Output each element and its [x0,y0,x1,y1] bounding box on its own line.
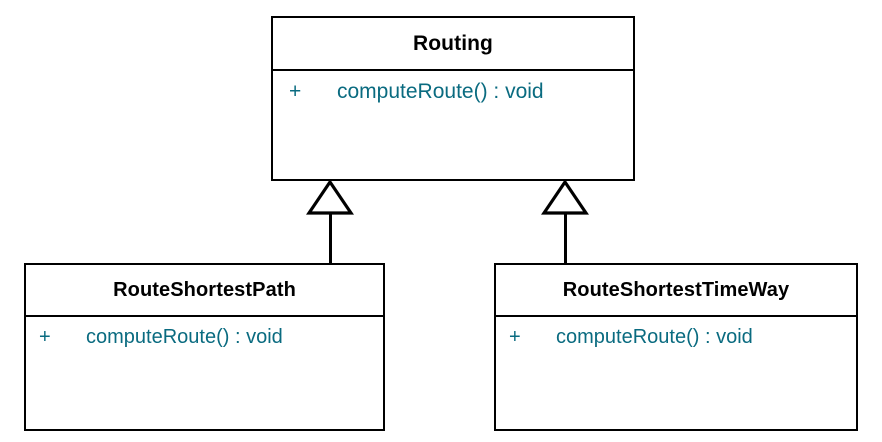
method-visibility-public: + [39,326,51,348]
method-row-route-shortest-path-computeroute[interactable]: + computeRoute() : void [26,326,383,349]
class-box-routing[interactable]: Routing + computeRoute() : void [271,16,635,181]
generalization-line-right [564,212,567,265]
method-visibility-public: + [509,326,521,348]
class-name-route-shortest-time-way: RouteShortestTimeWay [562,278,790,301]
class-members-routing: + computeRoute() : void [273,71,633,179]
class-title-bar-route-shortest-time-way: RouteShortestTimeWay [496,265,856,317]
method-visibility-public: + [289,80,302,103]
method-signature-computeroute: computeRoute() : void [337,80,544,103]
class-title-bar-routing: Routing [273,18,633,71]
method-row-routing-computeroute[interactable]: + computeRoute() : void [273,80,633,104]
method-signature-computeroute: computeRoute() : void [556,326,753,348]
method-row-route-shortest-time-way-computeroute[interactable]: + computeRoute() : void [496,326,856,349]
class-members-route-shortest-path: + computeRoute() : void [26,317,383,429]
class-name-route-shortest-path: RouteShortestPath [113,278,296,301]
class-box-route-shortest-time-way[interactable]: RouteShortestTimeWay + computeRoute() : … [494,263,858,431]
class-name-routing: Routing [412,31,493,55]
class-box-route-shortest-path[interactable]: RouteShortestPath + computeRoute() : voi… [24,263,385,431]
generalization-line-left [329,212,332,265]
class-members-route-shortest-time-way: + computeRoute() : void [496,317,856,429]
method-signature-computeroute: computeRoute() : void [86,326,283,348]
class-title-bar-route-shortest-path: RouteShortestPath [26,265,383,317]
